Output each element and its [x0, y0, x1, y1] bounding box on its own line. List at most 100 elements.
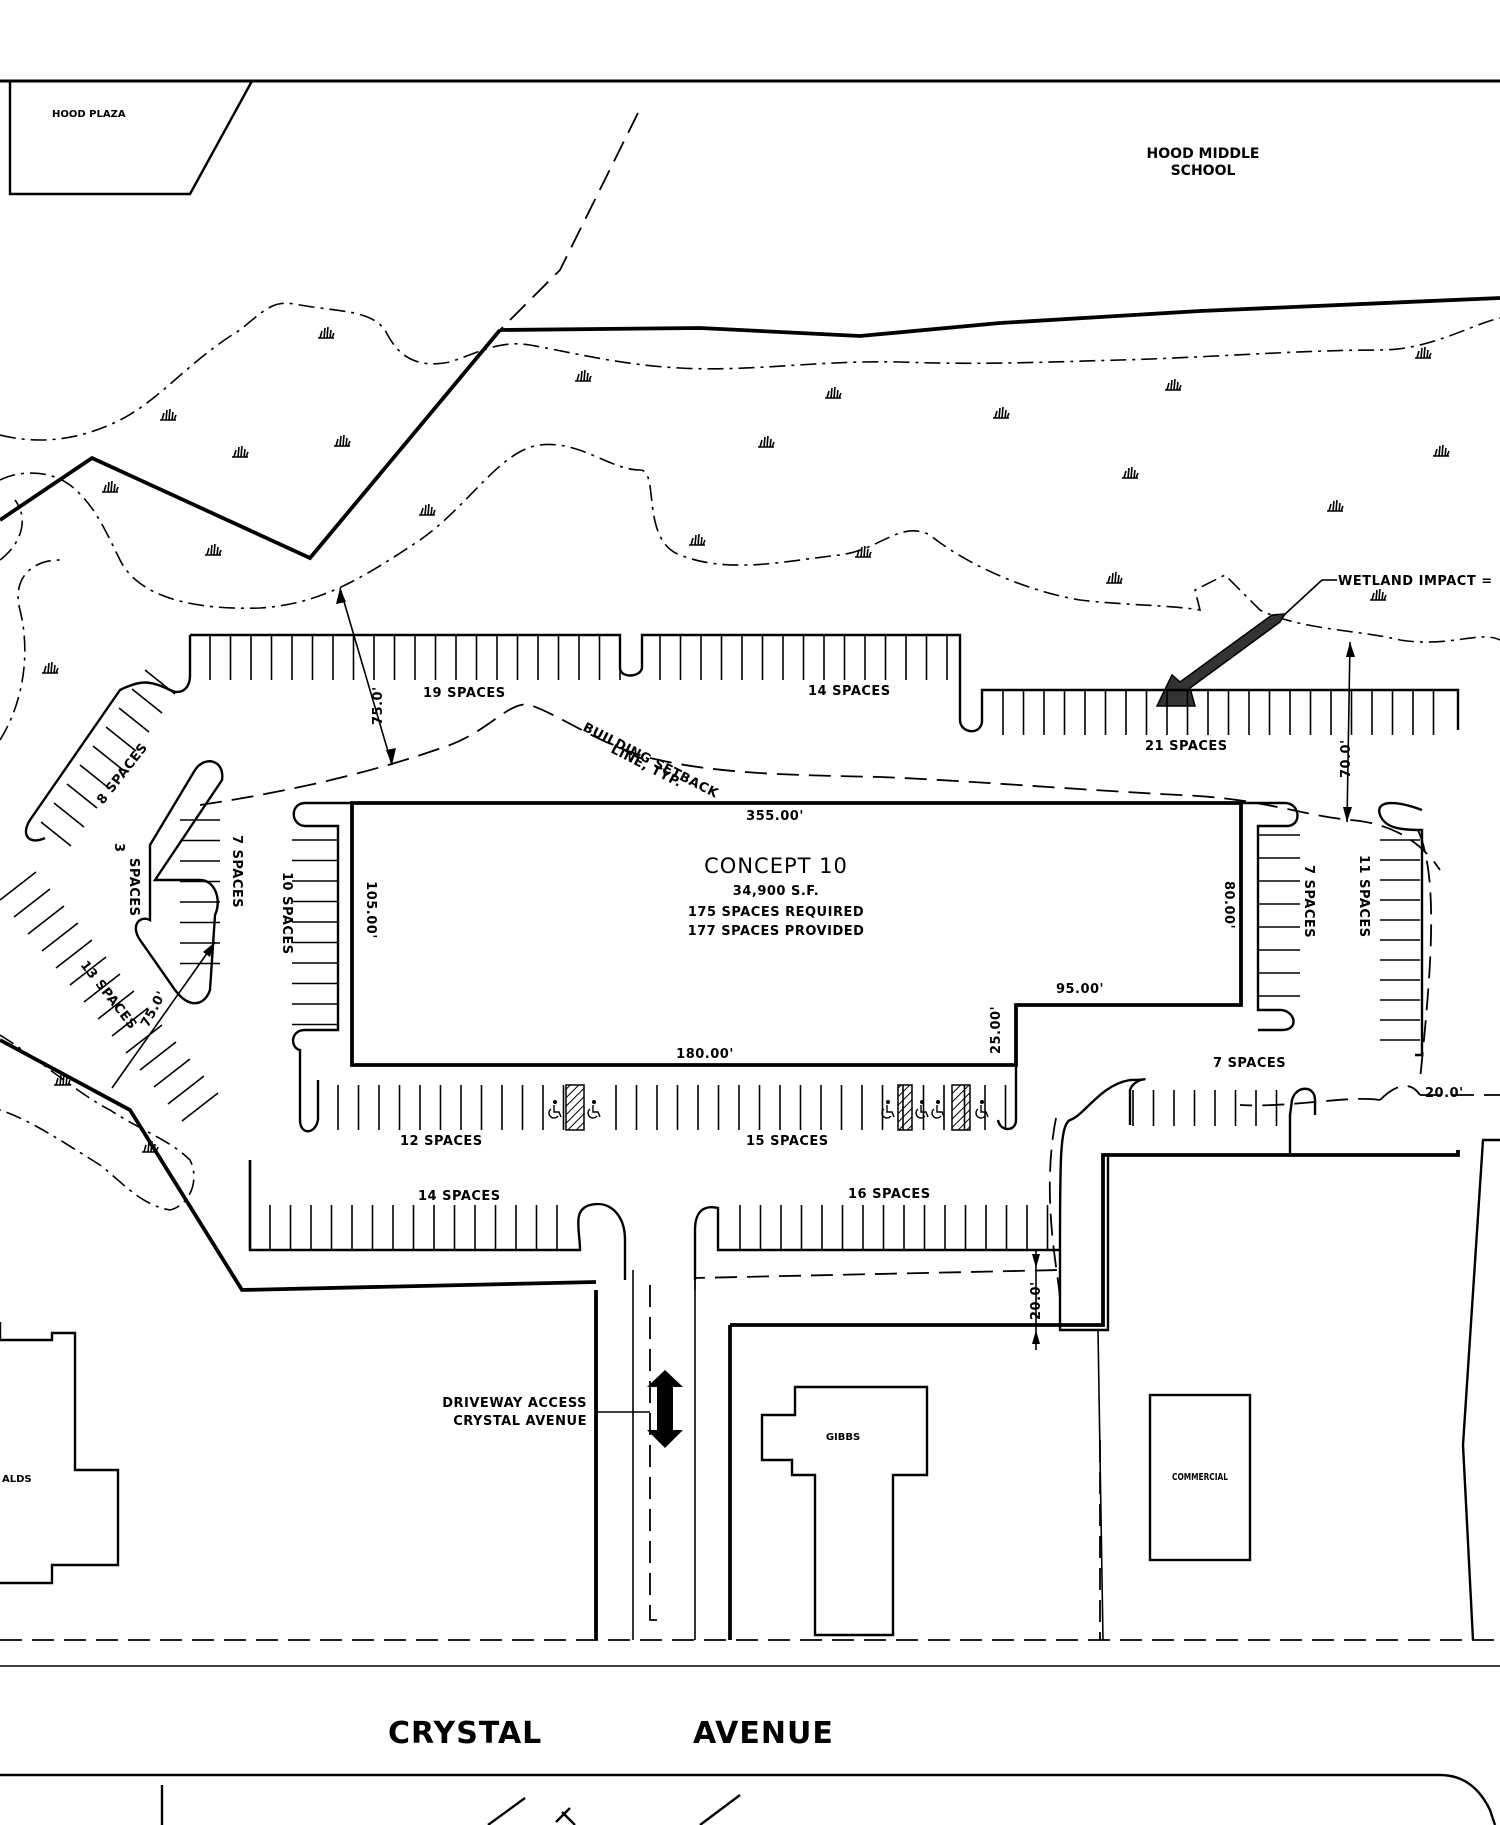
dim-20-bottom-label: 20.0': [1029, 1281, 1044, 1320]
wetland-tuft-icon: [231, 445, 249, 458]
commercial-parcel: COMMERCIAL: [1148, 1393, 1252, 1562]
stalls-south-15: [615, 1085, 1007, 1130]
parking-stall-line: [53, 802, 85, 828]
gibbs-parcel: GIBBS: [760, 1385, 929, 1637]
parking-lot-north-edge: [190, 633, 1460, 733]
label-12-spaces: 12 SPACES: [400, 1134, 483, 1149]
wetland-tuft-icon: [41, 661, 59, 674]
label-7-spaces-west: 7 SPACES: [229, 835, 244, 908]
wetland-boundary-sw: [0, 1034, 195, 1211]
curb-southeast-row: [996, 1065, 1317, 1332]
stalls-north-14: [659, 635, 948, 680]
driveway-access: DRIVEWAY ACCESS CRYSTAL AVENUE: [442, 1269, 1061, 1640]
wetland-tuft-icon: [824, 386, 842, 399]
dim-80-label: 80.00': [1221, 881, 1236, 929]
label-21-spaces: 21 SPACES: [1145, 739, 1228, 754]
accessible-space-icon: [548, 1099, 562, 1119]
wetland-tuft-icon: [317, 326, 335, 339]
label-14-spaces-bottom: 14 SPACES: [418, 1189, 501, 1204]
stalls-east-11: [1380, 839, 1420, 1041]
stalls-west-7: [180, 819, 220, 965]
label-15-spaces: 15 SPACES: [746, 1134, 829, 1149]
dim-20-right: 20.0': [1379, 1085, 1500, 1101]
mcdonalds-label-fragment: ALDS: [2, 1474, 32, 1485]
property-line-west-diagonal: [0, 328, 502, 561]
parking-stall-line: [40, 821, 72, 847]
stalls-south-12: [337, 1085, 565, 1130]
parking-stall-line: [105, 726, 137, 752]
dim-180-label: 180.00': [676, 1047, 734, 1062]
driveway-label-line1: DRIVEWAY ACCESS: [442, 1396, 587, 1411]
label-8-spaces: 8 SPACES: [94, 741, 151, 808]
mcdonalds-parcel: ALDS: [0, 1322, 120, 1585]
wetland-symbols: [41, 326, 1450, 1153]
property-line-north: [499, 296, 1500, 338]
wetland-tuft-icon: [333, 434, 351, 447]
parking-lot-north-curb: [24, 635, 192, 842]
label-14-spaces-top: 14 SPACES: [808, 684, 891, 699]
stalls-north-19: [209, 635, 621, 680]
driveway-label-line2: CRYSTAL AVENUE: [453, 1414, 587, 1429]
wetland-tuft-icon: [992, 406, 1010, 419]
sheet-border: [0, 79, 1500, 1667]
concept-provided: 177 SPACES PROVIDED: [688, 924, 865, 939]
school-label-line2: SCHOOL: [1171, 163, 1236, 179]
parking-stall-line: [0, 871, 37, 901]
accessible-space-icon: [587, 1099, 601, 1119]
stalls-southeast-7: [1132, 1090, 1278, 1126]
wetland-boundary-west: [0, 499, 61, 741]
parking-stall-line: [144, 669, 176, 695]
dim-25-label: 25.00': [989, 1006, 1004, 1054]
stalls-southwest-13: [0, 871, 219, 1122]
hood-plaza-label: HOOD PLAZA: [52, 109, 126, 120]
dim-75-left-label: 75.0': [138, 989, 169, 1030]
parking-stall-line: [131, 688, 163, 714]
dim-20-right-label: 20.0': [1425, 1086, 1464, 1101]
wetland-tuft-icon: [159, 408, 177, 421]
wetland-tuft-icon: [1105, 571, 1123, 584]
dim-20-bottom: 20.0': [1029, 1250, 1044, 1350]
stalls-west-8: [40, 669, 176, 847]
wetland-boundary-upper: [0, 302, 1500, 441]
wetland-tuft-icon: [688, 533, 706, 546]
parking-stall-line: [41, 922, 79, 952]
wetland-impact-label: WETLAND IMPACT =: [1338, 574, 1493, 589]
concept-required: 175 SPACES REQUIRED: [688, 905, 864, 920]
stalls-south-14: [269, 1205, 558, 1250]
parking-stall-line: [83, 973, 121, 1003]
commercial-label: COMMERCIAL: [1172, 1472, 1228, 1483]
wetland-tuft-icon: [574, 369, 592, 382]
parking-stall-line: [181, 1092, 219, 1122]
gibbs-label: GIBBS: [826, 1432, 860, 1443]
label-10-spaces: 10 SPACES: [279, 872, 294, 955]
easement-line-diagonal: [499, 112, 639, 331]
road-label-avenue: AVENUE: [693, 1716, 834, 1751]
wetland-tuft-icon: [1414, 346, 1432, 359]
dim-70-right: 70.0': [1339, 641, 1355, 823]
label-19-spaces: 19 SPACES: [423, 686, 506, 701]
school-label-line1: HOOD MIDDLE: [1147, 146, 1260, 162]
accessible-spaces-east: [881, 1084, 989, 1131]
curb-building-east: [1241, 801, 1299, 1032]
wetland-tuft-icon: [418, 503, 436, 516]
parking-stall-line: [27, 905, 65, 935]
wetland-tuft-icon: [1121, 466, 1139, 479]
dim-75-top-label: 75.0': [371, 686, 386, 725]
stalls-east-7: [1258, 834, 1300, 997]
dim-95-label: 95.00': [1056, 982, 1104, 997]
concept-title: CONCEPT 10: [704, 854, 848, 878]
parking-stall-line: [111, 1007, 149, 1037]
building-footprint: CONCEPT 10 34,900 S.F. 175 SPACES REQUIR…: [350, 801, 1243, 1067]
dim-75-top: 75.0': [336, 587, 396, 766]
label-16-spaces: 16 SPACES: [848, 1187, 931, 1202]
parking-stall-line: [153, 1058, 191, 1088]
parking-east-island: [1378, 801, 1424, 1057]
parking-stall-line: [167, 1075, 205, 1105]
parking-stall-line: [139, 1041, 177, 1071]
property-line-south-east: [730, 1150, 1460, 1327]
parking-stall-line: [55, 939, 93, 969]
accessible-space-icon: [975, 1099, 989, 1119]
parking-stall-line: [92, 745, 124, 771]
parking-stall-line: [69, 956, 107, 986]
